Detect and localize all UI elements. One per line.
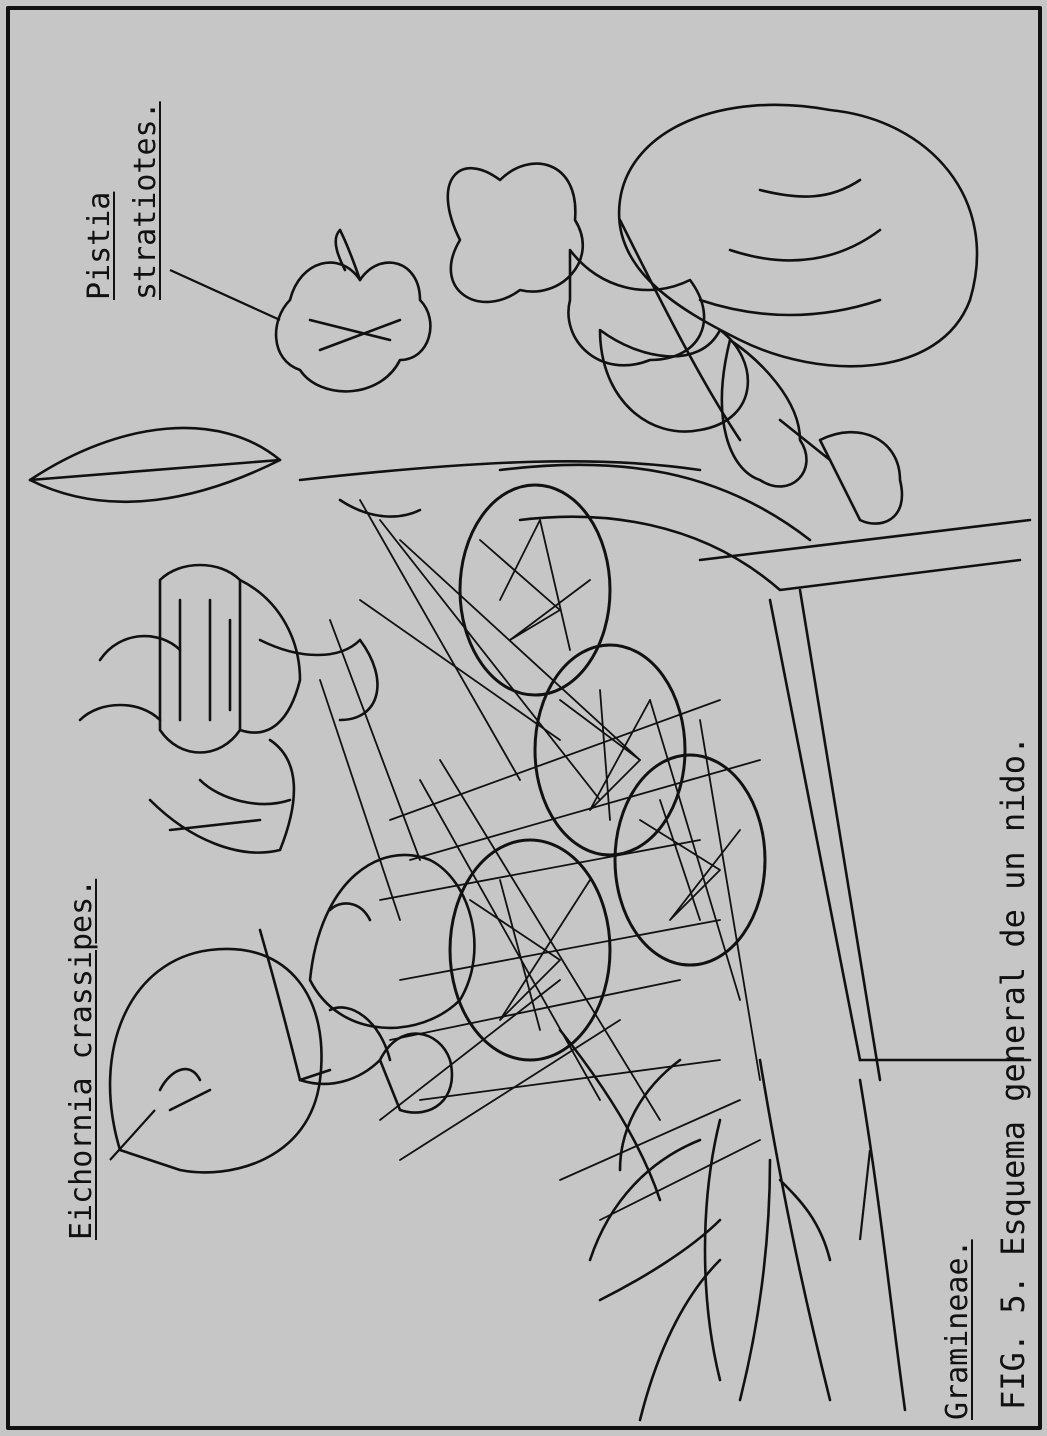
nest-diagram-figure: Eichornia crassipes. Pistia stratiotes. …	[0, 0, 1047, 1436]
label-leader-lines	[0, 0, 1047, 1436]
